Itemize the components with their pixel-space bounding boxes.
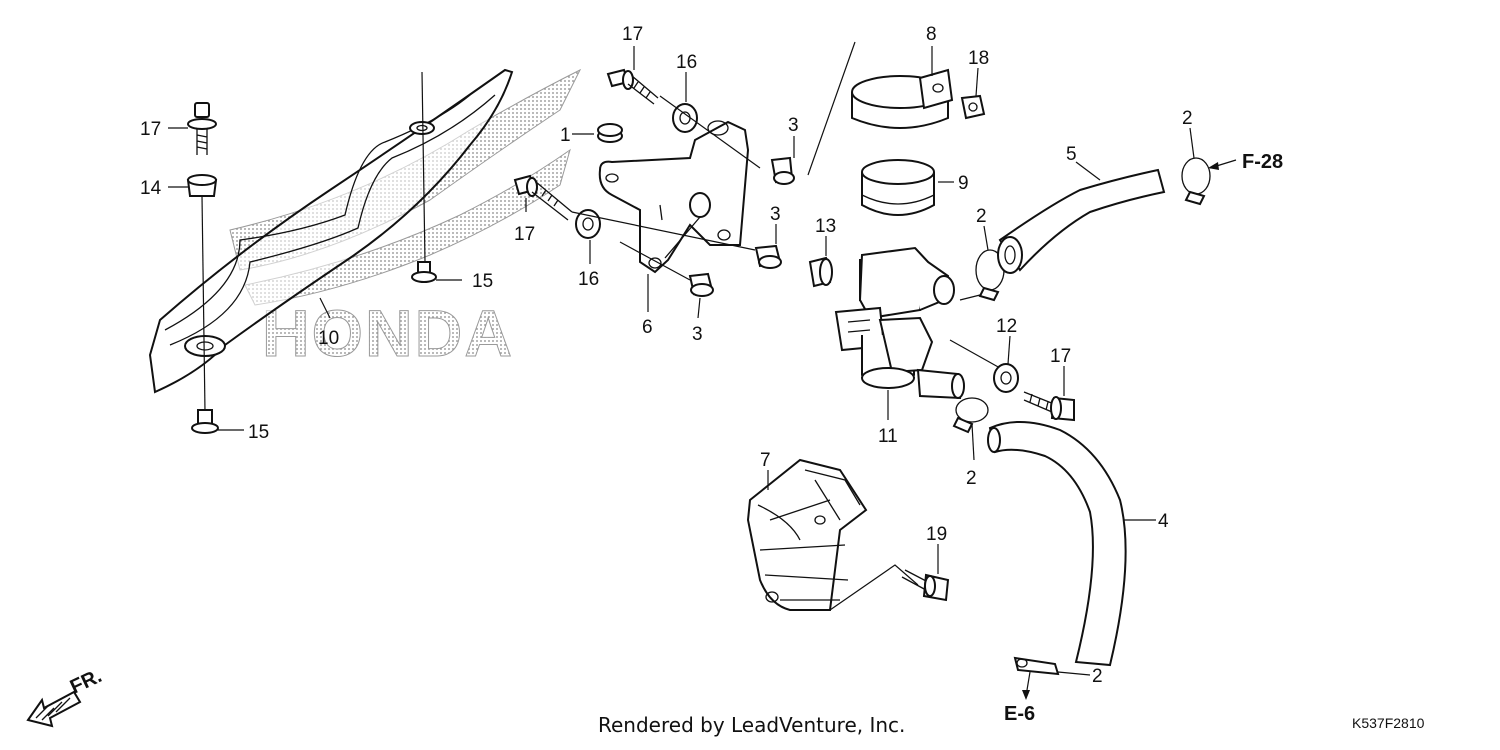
callout-12: 12	[996, 316, 1017, 337]
grommet-16-lower	[575, 209, 601, 239]
assembly-line-left	[201, 195, 206, 413]
callout-15: 15	[472, 271, 493, 292]
callout-17: 17	[514, 224, 535, 245]
bolt-13	[808, 256, 833, 288]
honda-watermark-text: HONDA	[262, 296, 514, 370]
front-direction-arrow	[26, 690, 82, 728]
hose-clamp-2-b	[1181, 157, 1211, 206]
callout-18: 18	[968, 48, 989, 69]
credit-text: Rendered by LeadVenture, Inc.	[598, 713, 905, 737]
ref-label-f28: F-28	[1242, 151, 1283, 173]
grommet-12	[993, 363, 1019, 393]
assembly-lines-bracket	[571, 41, 856, 281]
collar-15-upper	[411, 261, 437, 283]
assembly-line-bracket7	[829, 564, 919, 611]
callout-1: 1	[560, 125, 571, 146]
bolt-17-upper	[606, 68, 659, 105]
callout-19: 19	[926, 524, 947, 545]
collar-3-upper	[770, 156, 795, 185]
callout-7: 7	[760, 450, 771, 471]
hose-clamp-2-c	[952, 397, 989, 434]
callout-2: 2	[976, 206, 987, 227]
bolt-17-left	[187, 102, 217, 155]
callout-5: 5	[1066, 144, 1077, 165]
callout-8: 8	[926, 24, 937, 45]
ref-arrow-f28	[1208, 159, 1237, 170]
heat-shield-cover	[148, 68, 514, 394]
air-hose-4	[987, 420, 1127, 667]
callout-9: 9	[958, 173, 969, 194]
filter-cap-9	[861, 159, 935, 216]
ref-label-e6: E-6	[1004, 703, 1035, 725]
assembly-line-collar	[421, 71, 426, 263]
band-clamp-8	[851, 68, 954, 129]
callout-14: 14	[140, 178, 162, 199]
assembly-lines-valve	[949, 291, 1001, 369]
callout-17: 17	[140, 119, 161, 140]
bolt-19	[901, 569, 950, 602]
callout-17: 17	[622, 24, 643, 45]
hose-clamp-2-d	[1013, 656, 1060, 676]
grommet-1	[597, 123, 623, 143]
nut-18	[960, 94, 986, 120]
callout-2: 2	[1182, 108, 1193, 129]
diagram-code: K537F2810	[1352, 715, 1425, 731]
bolt-17-right	[1023, 391, 1075, 422]
callout-3: 3	[788, 115, 799, 136]
callout-3: 3	[770, 204, 781, 225]
collar-15-lower	[191, 409, 219, 434]
callout-17: 17	[1050, 346, 1071, 367]
callout-2: 2	[966, 468, 977, 489]
bracket-7	[746, 458, 868, 611]
collar-3-middle	[754, 244, 782, 269]
callout-numbers: 17 14 15 15 10 1 17 16 3 8 18 9 17 16 3 …	[140, 24, 1193, 687]
callout-16: 16	[676, 52, 697, 73]
bracket-6	[598, 120, 750, 274]
callout-6: 6	[642, 317, 653, 338]
air-injection-valve-11	[834, 246, 965, 400]
bolt-17-middle	[513, 174, 573, 221]
callout-15: 15	[248, 422, 269, 443]
collar-3-lower	[688, 272, 714, 297]
grommet-16-upper	[672, 103, 698, 133]
ref-arrow-e6	[1022, 671, 1031, 700]
air-hose-5	[997, 168, 1166, 274]
leader-lines	[168, 46, 1195, 676]
callout-16: 16	[578, 269, 599, 290]
grommet-14	[186, 174, 218, 197]
callout-4: 4	[1158, 511, 1169, 532]
callout-3: 3	[692, 324, 703, 345]
callout-13: 13	[815, 216, 836, 237]
callout-2: 2	[1092, 666, 1103, 687]
callout-10: 10	[318, 328, 339, 349]
callout-11: 11	[878, 426, 898, 447]
